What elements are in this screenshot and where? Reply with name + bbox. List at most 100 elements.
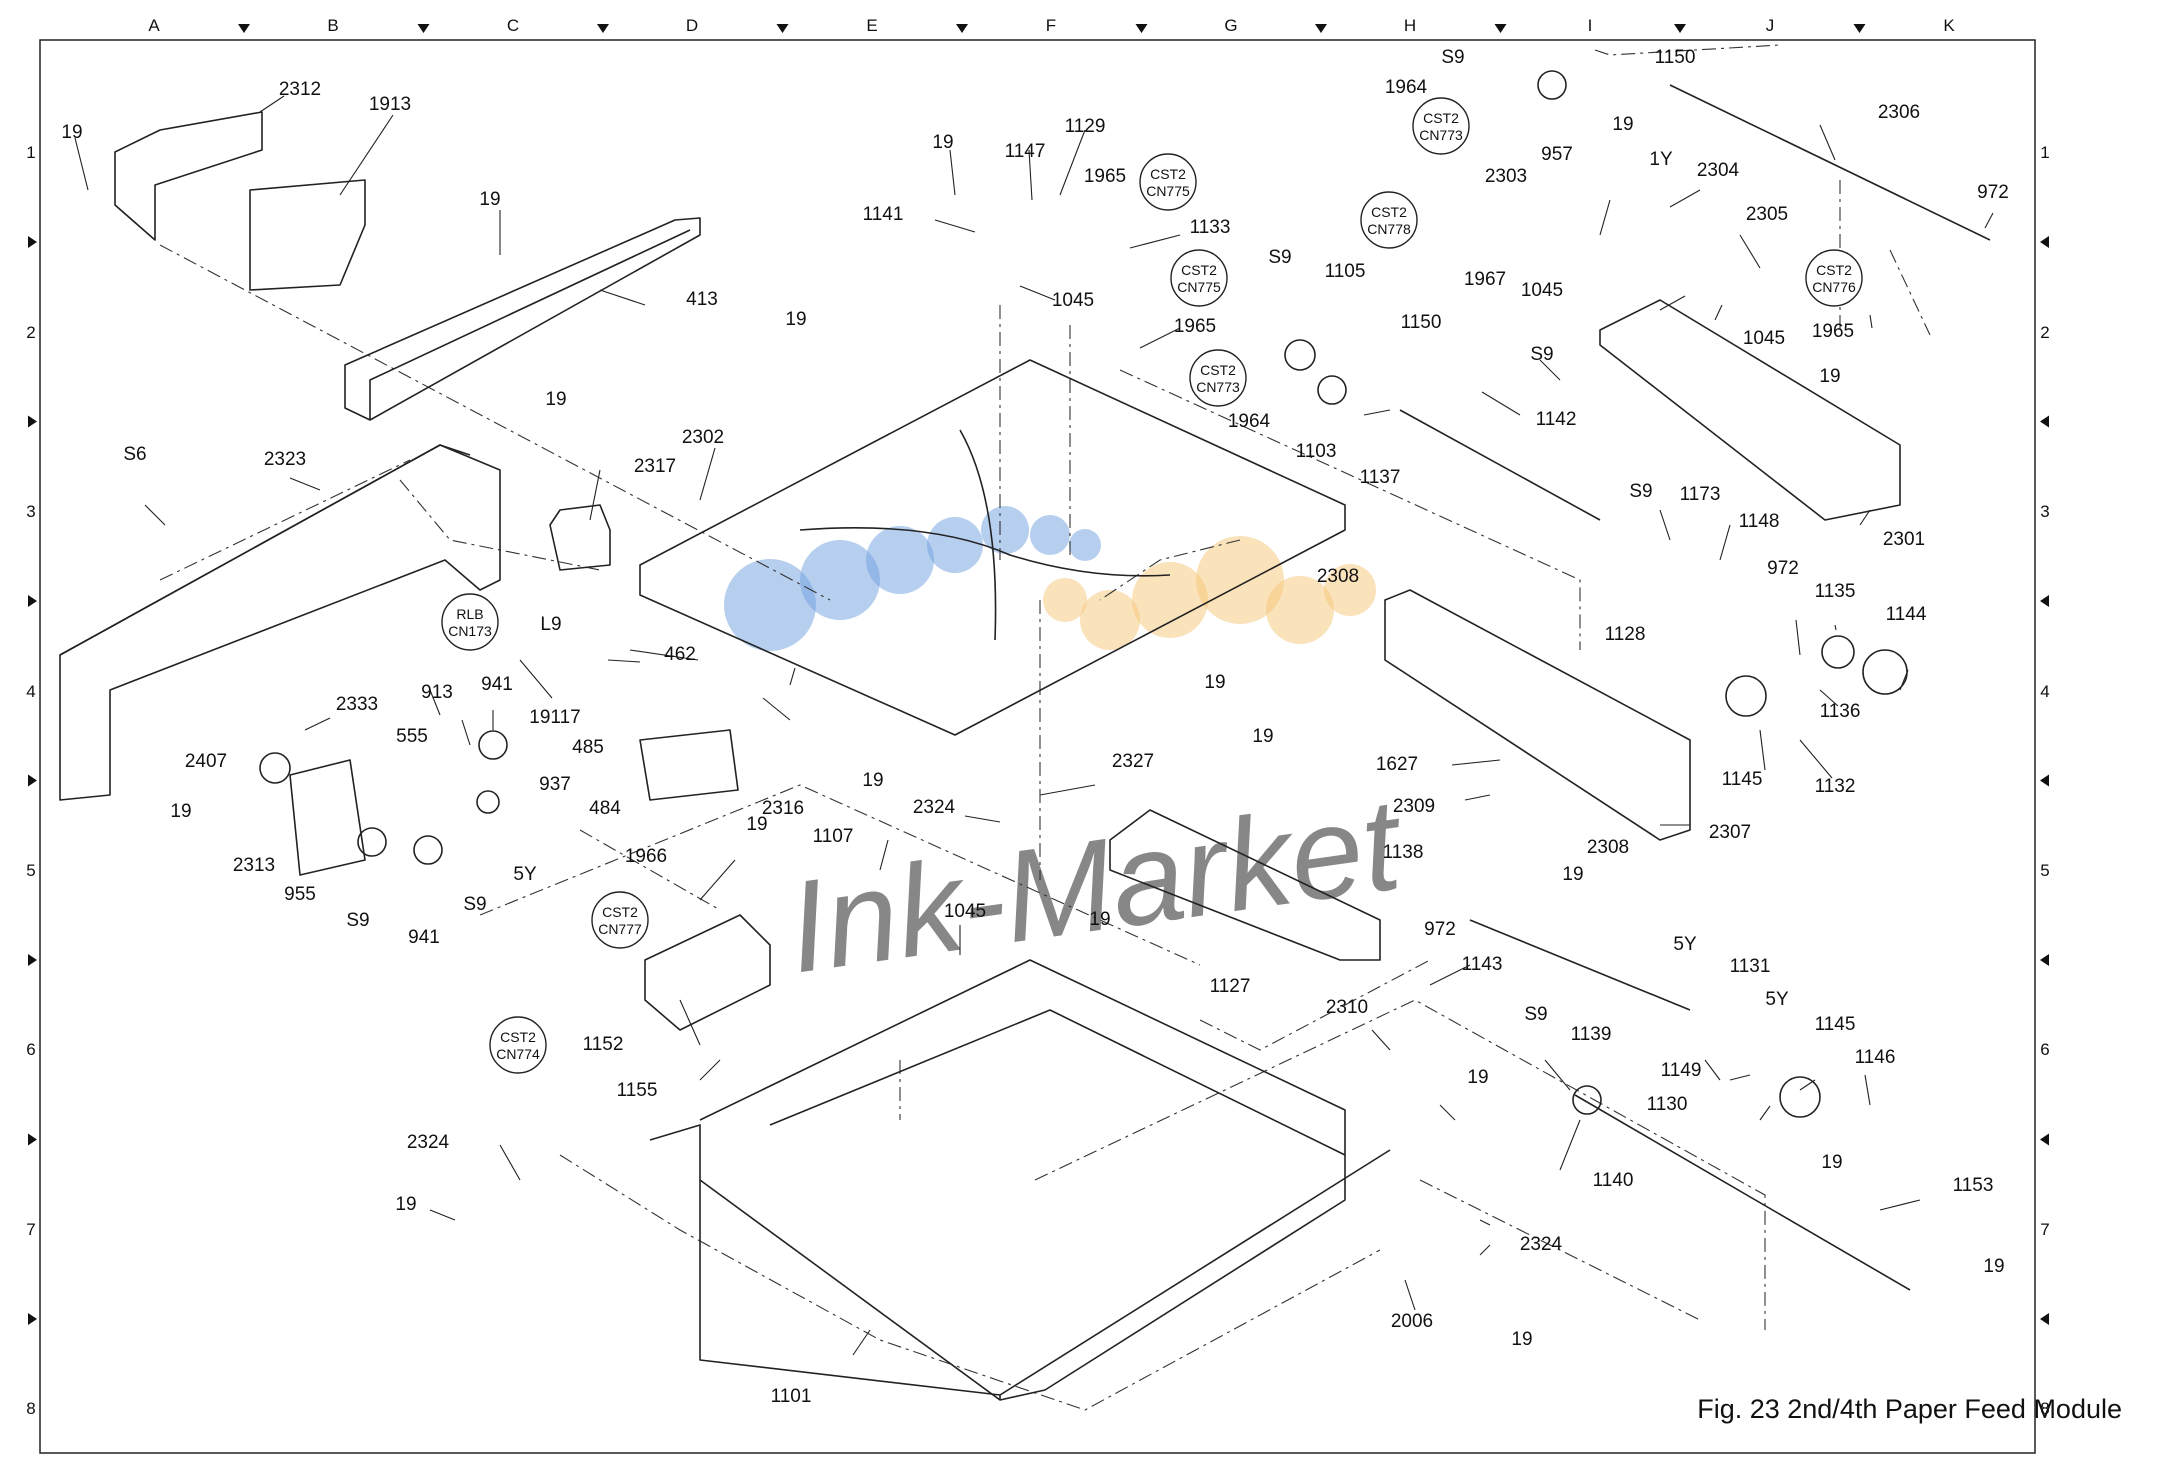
part-label-S9f: S9: [1629, 481, 1652, 502]
part-label-1145b: 1145: [1815, 1014, 1856, 1035]
leader-line: [1371, 1029, 1391, 1051]
row-marker: [2040, 415, 2049, 428]
connector-line1: RLB: [456, 606, 483, 622]
part-label-2313: 2313: [233, 855, 275, 876]
row-label: 2: [26, 323, 35, 342]
cover-bracket-2312: [114, 111, 263, 241]
part-label-19b: 19: [479, 189, 500, 210]
leader-line: [699, 1059, 721, 1081]
part-label-1132: 1132: [1815, 776, 1856, 797]
part-label-2333: 2333: [336, 694, 378, 715]
part-label-19a: 19: [61, 122, 82, 143]
part-label-1965c: 1965: [1812, 321, 1854, 342]
part-label-2324c: 2324: [1520, 1234, 1563, 1255]
column-marker: [1135, 24, 1148, 33]
connector-circle: [1170, 249, 1228, 307]
column-marker: [1315, 24, 1327, 33]
connector-line1: CST2: [1200, 362, 1236, 378]
shaft-1143: [1469, 919, 1691, 1011]
leader-line: [1599, 199, 1611, 236]
roller-1144: [1862, 649, 1908, 695]
gear-941: [478, 730, 508, 760]
column-marker: [1494, 24, 1507, 33]
roller-1145: [1725, 675, 1767, 717]
centerline: [159, 459, 411, 581]
side-plate-2323-edge: [59, 444, 471, 656]
connector-line1: CST2: [1371, 204, 1407, 220]
base-plate-rib: [799, 527, 1171, 577]
leader-line: [289, 477, 321, 491]
shaft-2306: [1669, 84, 1991, 241]
part-label-2303: 2303: [1485, 166, 1527, 187]
row-label: 5: [2040, 861, 2049, 880]
part-label-2324a: 2324: [913, 797, 956, 818]
watermark-dot: [1324, 564, 1376, 616]
part-label-2323: 2323: [264, 449, 306, 470]
part-label-1155: 1155: [617, 1080, 658, 1101]
row-label: 3: [26, 502, 35, 521]
row-label: 1: [2040, 143, 2049, 162]
leader-line: [629, 649, 699, 661]
watermark-dot: [1030, 515, 1070, 555]
part-label-1964a: 1964: [1228, 411, 1271, 432]
part-label-957: 957: [1541, 144, 1573, 165]
column-label: G: [1224, 16, 1237, 35]
row-label: 4: [2040, 682, 2049, 701]
column-label: B: [327, 16, 338, 35]
part-label-2309: 2309: [1393, 796, 1435, 817]
leader-line: [499, 1144, 521, 1181]
leader-line: [339, 114, 394, 196]
lower-guide-1140: [1574, 1094, 1911, 1291]
part-label-913: 913: [421, 682, 453, 703]
part-label-2317: 2317: [634, 456, 676, 477]
leader-line: [1879, 1199, 1921, 1211]
connector-circle: [1412, 97, 1470, 155]
part-label-1129: 1129: [1065, 116, 1106, 137]
part-label-1101: 1101: [771, 1386, 812, 1407]
leader-line: [429, 1209, 456, 1221]
connector-circle: [489, 1016, 547, 1074]
leader-lines: [74, 44, 1994, 1411]
connector-callouts: CST2CN775CST2CN775CST2CN773CST2CN773CST2…: [441, 97, 1863, 1074]
watermark-dot: [1266, 576, 1334, 644]
row-marker: [2040, 595, 2049, 607]
leader-line: [1479, 1219, 1491, 1226]
part-label-S9e: S9: [1441, 47, 1464, 68]
row-marker: [28, 774, 37, 787]
part-label-19p: 19: [1612, 114, 1633, 135]
row-label: 6: [2040, 1040, 2049, 1059]
connector-line2: CN773: [1196, 379, 1240, 395]
connector-line1: CST2: [1181, 262, 1217, 278]
row-label: 2: [2040, 323, 2049, 342]
shaft-1142: [1399, 409, 1601, 521]
leader-line: [304, 717, 331, 731]
leader-line: [1481, 391, 1521, 416]
leader-line: [1714, 304, 1723, 321]
gear-937: [476, 790, 500, 814]
row-marker: [28, 1133, 37, 1146]
leader-line: [1479, 1244, 1491, 1256]
part-label-555: 555: [396, 726, 428, 747]
leader-line: [699, 447, 716, 501]
connector-line1: CST2: [1150, 166, 1186, 182]
leader-line: [1834, 624, 1837, 631]
row-marker: [28, 415, 37, 428]
roller-1139: [1572, 1085, 1602, 1115]
part-label-19l: 19: [1252, 726, 1273, 747]
watermark-dot: [724, 559, 816, 651]
part-label-1127: 1127: [1210, 976, 1251, 997]
part-label-2312: 2312: [279, 79, 321, 100]
part-label-19e: 19: [746, 814, 767, 835]
leader-line: [74, 137, 89, 191]
roller-1135: [1821, 635, 1855, 669]
connector-line2: CN776: [1812, 279, 1856, 295]
leader-line: [1363, 409, 1391, 416]
part-label-1965b: 1965: [1174, 316, 1216, 337]
leader-line: [949, 149, 956, 196]
leader-line: [519, 659, 553, 699]
row-marker: [2040, 1133, 2049, 1146]
leader-line: [1869, 314, 1873, 329]
